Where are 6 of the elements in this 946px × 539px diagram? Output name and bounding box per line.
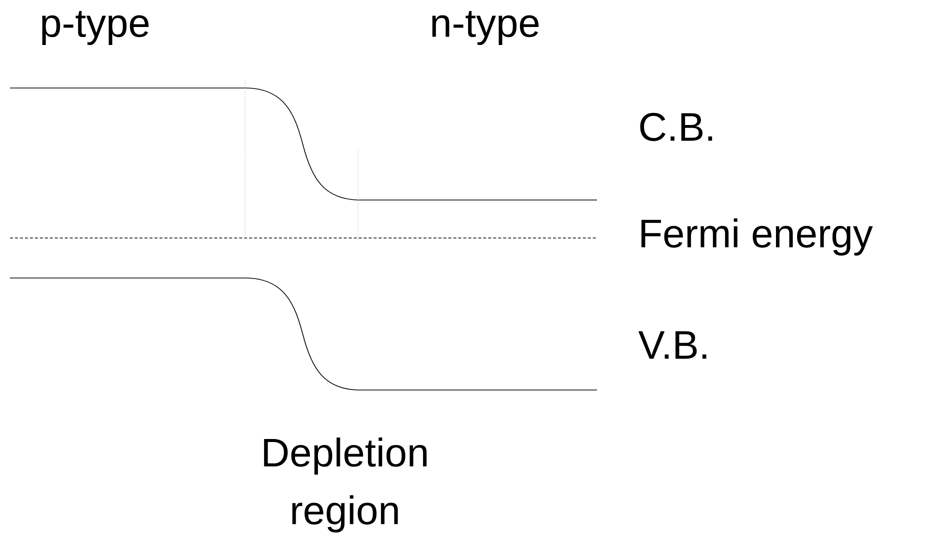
region-label: n-type (432, 10, 539, 45)
band-label: C.B. (640, 112, 712, 142)
band-label: Fermi energy (641, 218, 873, 256)
band-label: V.B. (638, 331, 706, 359)
region-label: Depletion region (264, 438, 427, 532)
region-label: p-type (42, 10, 149, 45)
